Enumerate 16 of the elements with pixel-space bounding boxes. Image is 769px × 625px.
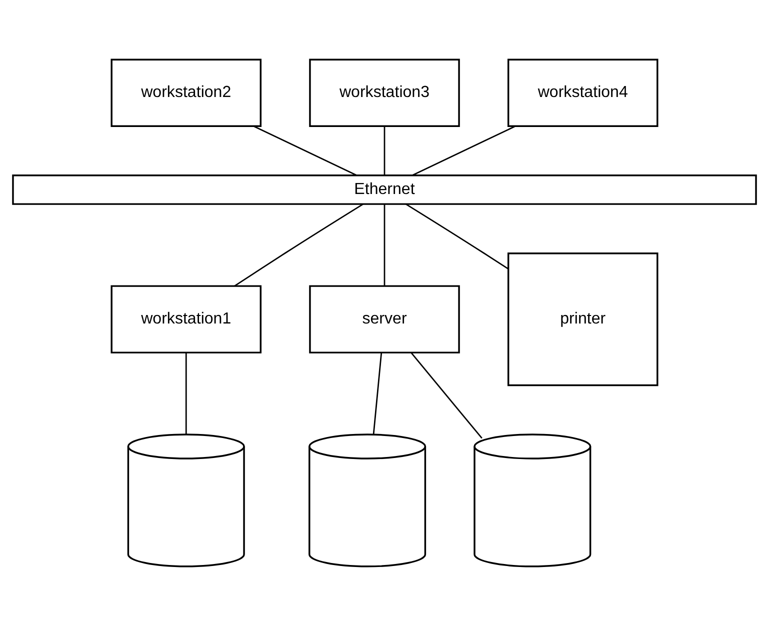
connector bbox=[384, 204, 386, 286]
connector bbox=[185, 352, 187, 434]
node-box: workstation1 bbox=[110, 284, 262, 353]
node-box: workstation3 bbox=[309, 58, 460, 126]
connector bbox=[234, 203, 364, 286]
connector bbox=[410, 352, 482, 438]
connector bbox=[412, 125, 516, 176]
connector bbox=[372, 352, 382, 434]
node-box: Ethernet bbox=[12, 174, 757, 204]
connector bbox=[406, 203, 509, 269]
node-box: server bbox=[309, 284, 460, 353]
connector bbox=[384, 126, 386, 175]
node-box: workstation2 bbox=[110, 58, 262, 126]
node-box: workstation4 bbox=[507, 58, 658, 126]
node-box: printer bbox=[507, 252, 658, 386]
connector bbox=[254, 125, 358, 176]
